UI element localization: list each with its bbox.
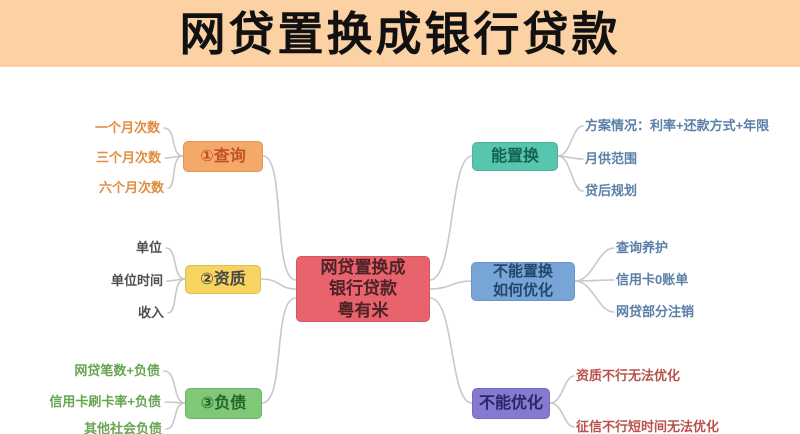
leaf-debt-3[interactable]: 其他社会负债 xyxy=(83,421,162,434)
leaf-qualification-2[interactable]: 单位时间 xyxy=(110,273,163,288)
leaf-cannot-swap-1[interactable]: 查询养护 xyxy=(616,240,669,255)
leaf-cannot-optimize-2[interactable]: 征信不行短时间无法优化 xyxy=(576,419,720,434)
leaf-cannot-swap-2[interactable]: 信用卡0账单 xyxy=(616,272,689,287)
leaf-cannot-swap-3[interactable]: 网贷部分注销 xyxy=(616,304,695,319)
leaf-qualification-1[interactable]: 单位 xyxy=(135,240,162,255)
page-title: 网贷置换成银行贷款 xyxy=(179,7,621,60)
connector-center-cannot-swap xyxy=(429,280,472,290)
branch-node-debt-label: ③负债 xyxy=(200,394,247,412)
connector-cannot-swap-leaf-3 xyxy=(574,280,615,313)
connector-can-swap-leaf-1 xyxy=(557,125,584,157)
leaf-query-3[interactable]: 六个月次数 xyxy=(98,180,164,195)
branch-node-cannot-swap-line2: 如何优化 xyxy=(492,281,553,299)
connector-center-can-swap xyxy=(429,155,473,281)
connector-query-leaf-3 xyxy=(167,155,184,189)
branch-node-cannot-optimize[interactable]: 不能优化 xyxy=(472,388,550,419)
central-topic-line: 银行贷款 xyxy=(329,279,397,299)
branch-node-debt[interactable]: ③负债 xyxy=(185,388,262,419)
connector-debt-leaf-1 xyxy=(163,370,186,404)
branch-node-can-swap-label: 能置换 xyxy=(490,147,539,165)
connector-debt-leaf-3 xyxy=(165,402,186,430)
connector-center-cannot-optimize xyxy=(429,297,473,404)
branch-node-query-label: ①查询 xyxy=(200,147,246,165)
branch-node-can-swap[interactable]: 能置换 xyxy=(472,142,558,171)
leaf-debt-2[interactable]: 信用卡刷卡率+负债 xyxy=(49,394,161,409)
central-topic-line: 网贷置换成 xyxy=(320,258,406,278)
branch-node-qualification-label: ②资质 xyxy=(200,270,246,288)
connector-can-swap-leaf-3 xyxy=(557,155,584,192)
leaf-query-1[interactable]: 一个月次数 xyxy=(94,120,160,135)
connector-center-debt xyxy=(261,297,297,404)
connector-qualification-leaf-3 xyxy=(167,278,186,314)
branch-node-query[interactable]: ①查询 xyxy=(183,141,263,172)
connector-center-qualification xyxy=(260,278,297,290)
connector-cannot-optimize-leaf-2 xyxy=(549,402,575,428)
branch-node-cannot-swap-line1: 不能置换 xyxy=(492,262,553,280)
title-banner: 网贷置换成银行贷款 xyxy=(0,0,800,67)
central-topic-line: 粤有米 xyxy=(337,300,389,320)
branch-node-qualification[interactable]: ②资质 xyxy=(185,265,261,294)
leaf-qualification-3[interactable]: 收入 xyxy=(137,305,164,320)
leaf-debt-1[interactable]: 网贷笔数+负债 xyxy=(74,363,160,378)
leaf-can-swap-2[interactable]: 月供范围 xyxy=(585,151,638,166)
leaf-cannot-optimize-1[interactable]: 资质不行无法优化 xyxy=(576,368,681,383)
leaf-can-swap-3[interactable]: 贷后规划 xyxy=(585,183,638,198)
connector-cannot-optimize-leaf-1 xyxy=(549,375,575,404)
connector-cannot-swap-leaf-1 xyxy=(574,247,615,282)
leaf-can-swap-1[interactable]: 方案情况：利率+还款方式+年限 xyxy=(585,118,770,133)
connector-center-query xyxy=(262,155,297,281)
branch-node-cannot-swap[interactable]: 不能置换 如何优化 xyxy=(471,262,575,301)
central-topic[interactable]: 网贷置换成 银行贷款 粤有米 xyxy=(296,256,430,322)
connector-qualification-leaf-1 xyxy=(165,247,186,280)
connector-query-leaf-1 xyxy=(163,127,184,157)
leaf-query-2[interactable]: 三个月次数 xyxy=(95,150,161,165)
branch-node-cannot-optimize-label: 不能优化 xyxy=(478,394,543,412)
